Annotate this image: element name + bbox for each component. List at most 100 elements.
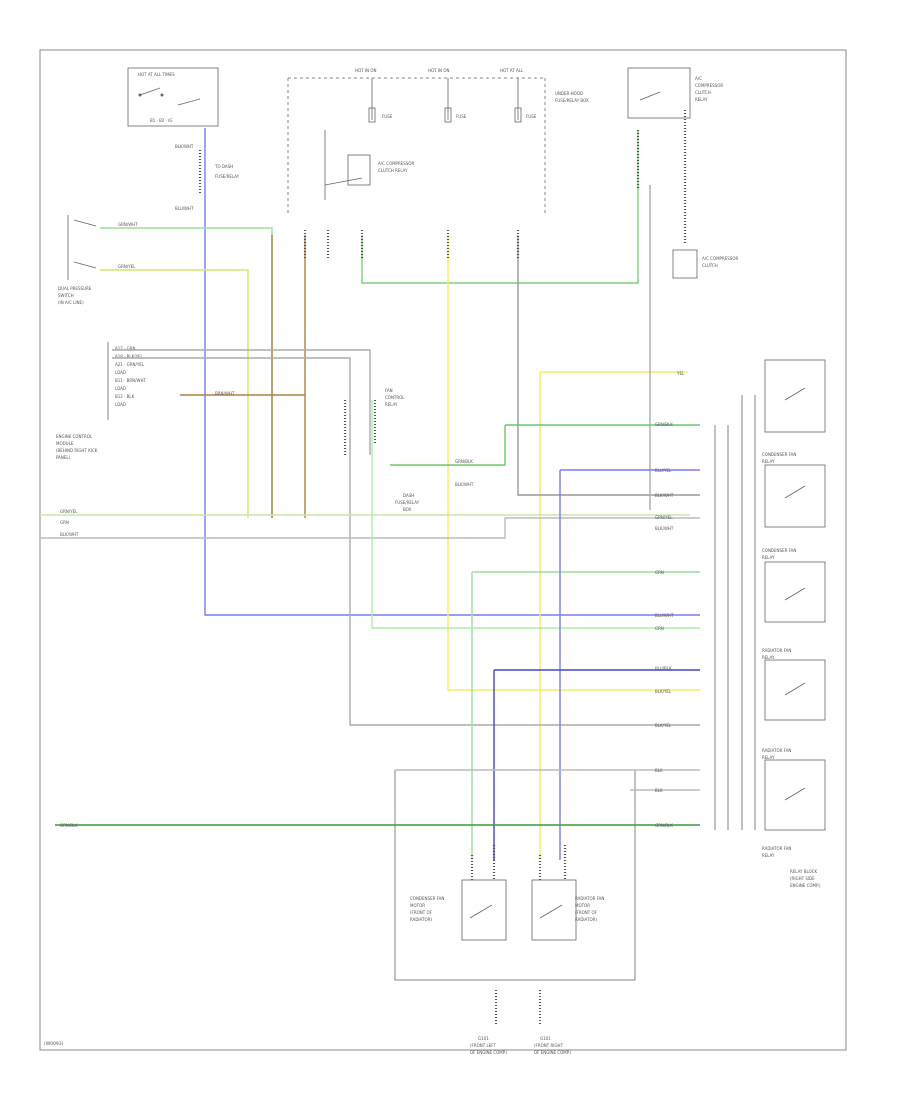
svg-text:DUAL PRESSURE: DUAL PRESSURE <box>58 286 92 291</box>
svg-text:CONDENSER FAN: CONDENSER FAN <box>762 452 796 457</box>
wire-grn-top <box>361 130 639 284</box>
svg-text:A18 · BLK/YEL: A18 · BLK/YEL <box>115 354 144 359</box>
engine-control-module: A17 · GRN A18 · BLK/YEL A21 · GRN/YEL LO… <box>56 342 146 460</box>
svg-text:(FRONT OF: (FRONT OF <box>410 910 433 915</box>
svg-text:RELAY: RELAY <box>762 853 775 858</box>
svg-text:TO DASH: TO DASH <box>214 164 233 169</box>
dual-pressure-switch: DUAL PRESSURE SWITCH (IN A/C LINE) <box>58 215 97 305</box>
svg-text:HOT IN ON: HOT IN ON <box>428 68 449 73</box>
svg-text:RELAY: RELAY <box>762 555 775 560</box>
relay-5: RADIATOR FAN RELAY RADIATOR FAN RELAY RE… <box>762 748 826 888</box>
svg-text:(RIGHT SIDE: (RIGHT SIDE <box>790 876 815 881</box>
fuse-relay-box: HOT IN ON HOT IN ON HOT AT ALL FUSE FUSE… <box>287 68 589 215</box>
svg-text:RADIATOR FAN: RADIATOR FAN <box>762 846 791 851</box>
ground-points: G101 (FRONT LEFT OF ENGINE COMP.) G101 (… <box>470 990 572 1055</box>
svg-text:CONTROL: CONTROL <box>385 395 405 400</box>
svg-text:A21 · GRN/YEL: A21 · GRN/YEL <box>115 362 145 367</box>
svg-text:B1 · B2 · IG: B1 · B2 · IG <box>150 118 173 123</box>
svg-text:BLU/BLK: BLU/BLK <box>655 666 672 671</box>
svg-text:(FRONT OF: (FRONT OF <box>575 910 598 915</box>
wire-grn-mid-5 <box>371 400 700 629</box>
svg-text:BOX: BOX <box>403 507 412 512</box>
svg-text:UNDER-HOOD: UNDER-HOOD <box>555 91 583 96</box>
svg-text:A/C: A/C <box>695 76 702 81</box>
relay-3: CONDENSER FAN RELAY <box>762 548 826 623</box>
svg-text:BRN/WHT: BRN/WHT <box>215 391 235 396</box>
wire-gray-ecm <box>112 349 371 455</box>
svg-text:BLU/YEL: BLU/YEL <box>655 468 672 473</box>
svg-text:GRN: GRN <box>655 570 664 575</box>
svg-text:BLK/WHT: BLK/WHT <box>60 532 79 537</box>
svg-text:LOAD: LOAD <box>115 402 126 407</box>
svg-text:FUSE: FUSE <box>456 114 467 119</box>
svg-text:BLK: BLK <box>655 768 663 773</box>
svg-text:BLK/YEL: BLK/YEL <box>655 723 672 728</box>
svg-text:FUSE/RELAY: FUSE/RELAY <box>395 500 420 505</box>
svg-text:FUSE/RELAY BOX: FUSE/RELAY BOX <box>555 98 589 103</box>
svg-text:RELAY: RELAY <box>762 755 775 760</box>
svg-text:(BEHIND RIGHT KICK: (BEHIND RIGHT KICK <box>56 448 98 453</box>
svg-text:G101: G101 <box>540 1036 551 1041</box>
svg-text:RELAY: RELAY <box>762 459 775 464</box>
connector-markers <box>303 110 687 880</box>
wire-labels: GRN/WHT GRN/YEL BRN/WHT GRN/YEL GRN BLK/… <box>60 222 685 828</box>
svg-text:CLUTCH RELAY: CLUTCH RELAY <box>378 168 408 173</box>
svg-text:GRN/BLK: GRN/BLK <box>60 823 78 828</box>
svg-text:OF ENGINE COMP.): OF ENGINE COMP.) <box>534 1050 572 1055</box>
svg-text:BLU/WHT: BLU/WHT <box>655 613 674 618</box>
wire-blu-wht <box>204 128 700 616</box>
svg-text:A17 · GRN: A17 · GRN <box>115 346 136 351</box>
wire-grn-mid-2 <box>390 425 506 466</box>
svg-text:PANEL): PANEL) <box>56 455 71 460</box>
wire-grn-yel <box>100 269 249 518</box>
wire-gray-top <box>517 235 700 496</box>
svg-text:RADIATOR): RADIATOR) <box>575 917 597 922</box>
svg-text:FUSE/RELAY: FUSE/RELAY <box>215 174 240 179</box>
svg-text:GRN/BLK: GRN/BLK <box>455 459 473 464</box>
svg-text:(IN A/C LINE): (IN A/C LINE) <box>58 300 84 305</box>
svg-text:CONDENSER FAN: CONDENSER FAN <box>410 896 444 901</box>
relay-4: RADIATOR FAN RELAY <box>762 648 826 721</box>
svg-text:GRN/BLK: GRN/BLK <box>655 823 673 828</box>
svg-text:RADIATOR FAN: RADIATOR FAN <box>762 748 791 753</box>
svg-text:GRN/BLK: GRN/BLK <box>655 422 673 427</box>
svg-text:HOT AT ALL: HOT AT ALL <box>500 68 524 73</box>
svg-text:FAN: FAN <box>385 388 393 393</box>
svg-text:GRN: GRN <box>60 520 69 525</box>
svg-text:BLK/WHT: BLK/WHT <box>455 482 474 487</box>
svg-text:A/C COMPRESSOR: A/C COMPRESSOR <box>702 256 738 261</box>
svg-text:B11 · BRN/WHT: B11 · BRN/WHT <box>115 378 146 383</box>
svg-text:MOTOR: MOTOR <box>410 903 425 908</box>
relay-2: CONDENSER FAN RELAY <box>762 452 826 528</box>
svg-text:(FRONT RIGHT: (FRONT RIGHT <box>534 1043 564 1048</box>
condenser-fan-motor: CONDENSER FAN MOTOR (FRONT OF RADIATOR) <box>410 879 507 941</box>
relay-1 <box>764 359 826 433</box>
svg-text:BLK/YEL: BLK/YEL <box>655 689 672 694</box>
svg-text:DASH: DASH <box>403 493 414 498</box>
svg-text:GRN/WHT: GRN/WHT <box>118 222 138 227</box>
svg-text:BLU/WHT: BLU/WHT <box>175 206 194 211</box>
page-frame <box>39 49 847 1051</box>
svg-text:RADIATOR): RADIATOR) <box>410 917 432 922</box>
svg-text:MODULE: MODULE <box>56 441 74 446</box>
svg-text:GRN: GRN <box>655 626 664 631</box>
svg-text:COMPRESSOR: COMPRESSOR <box>695 83 723 88</box>
svg-text:RELAY: RELAY <box>385 402 398 407</box>
svg-text:BLK: BLK <box>655 788 663 793</box>
svg-text:RADIATOR FAN: RADIATOR FAN <box>762 648 791 653</box>
svg-text:YEL: YEL <box>676 371 685 376</box>
svg-text:FUSE: FUSE <box>382 114 393 119</box>
fan-motors-box <box>394 769 636 981</box>
ignition-connector: BLK/WHT TO DASH FUSE/RELAY BLU/WHT <box>175 144 240 211</box>
svg-text:ENGINE COMP.): ENGINE COMP.) <box>790 883 821 888</box>
svg-text:RADIATOR FAN: RADIATOR FAN <box>575 896 604 901</box>
svg-text:ENGINE CONTROL: ENGINE CONTROL <box>56 434 93 439</box>
svg-text:RELAY: RELAY <box>762 655 775 660</box>
svg-text:A/C COMPRESSOR: A/C COMPRESSOR <box>378 161 414 166</box>
ignition-switch: HOT AT ALL TIMES B1 · B2 · IG <box>127 67 219 127</box>
wire-yel-1 <box>447 235 700 691</box>
svg-text:LOAD: LOAD <box>115 386 126 391</box>
center-junction: FAN CONTROL RELAY DASH FUSE/RELAY BOX <box>343 388 420 512</box>
ac-compressor-clutch-relay: A/C COMPRESSOR CLUTCH RELAY A/C COMPRESS… <box>627 67 738 279</box>
